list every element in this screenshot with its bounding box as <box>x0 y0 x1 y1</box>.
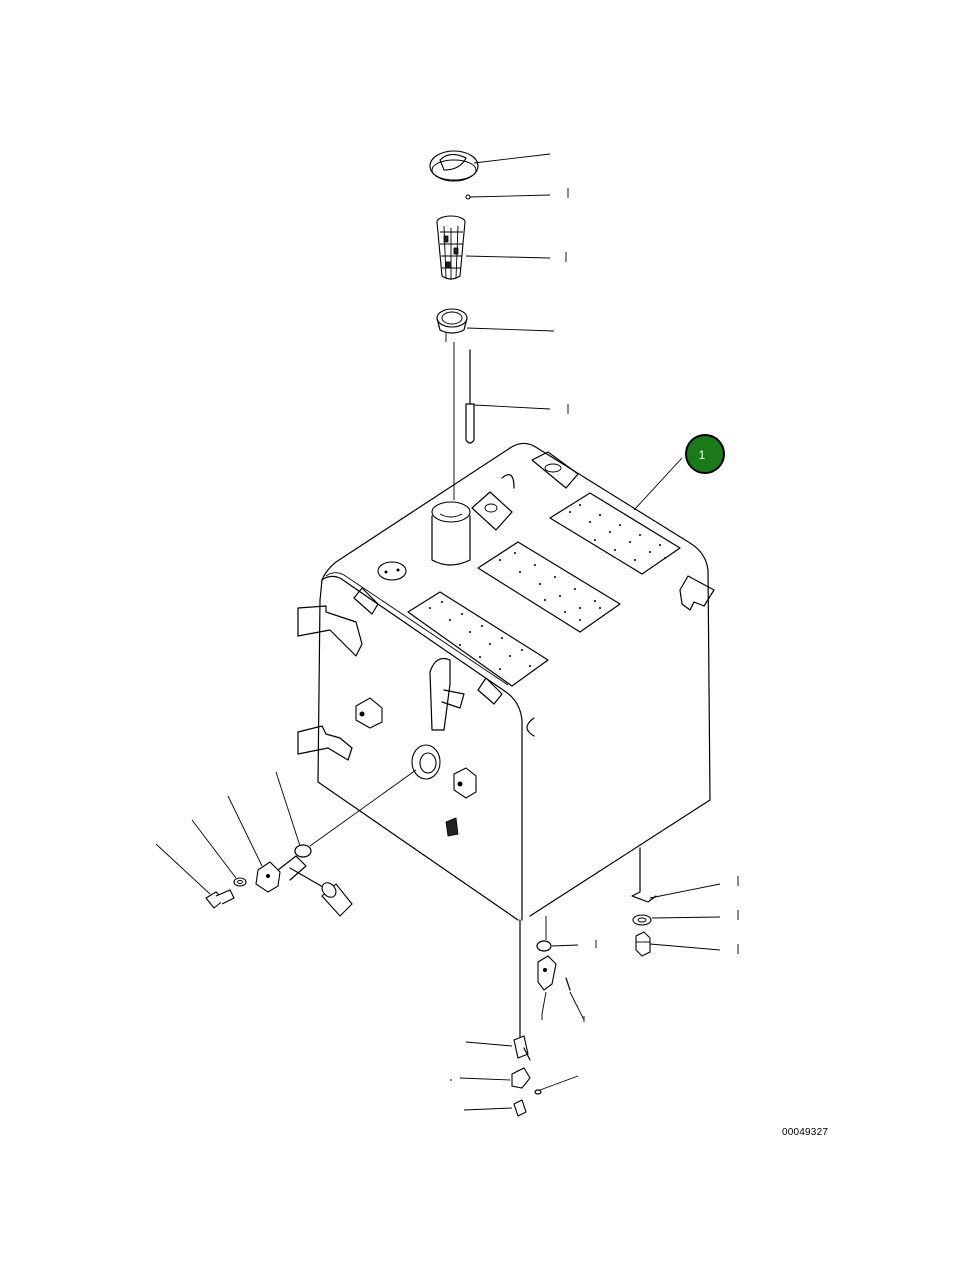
top-bracket <box>471 491 513 531</box>
corner-bracket-top <box>353 587 379 615</box>
drain-cap <box>513 1099 527 1117</box>
top-plate-middle <box>477 541 621 633</box>
square-boss-upper <box>355 697 383 729</box>
leader-lines <box>155 153 721 1111</box>
float <box>321 882 353 917</box>
bottom-washer <box>632 914 652 926</box>
drain-elbow <box>511 1067 531 1089</box>
side-bracket-upper <box>297 605 363 657</box>
o-ring-sender <box>294 844 312 858</box>
callout-1[interactable]: 1 <box>685 434 725 474</box>
fuel-cap <box>429 150 479 182</box>
small-plug <box>445 817 459 837</box>
small-clip <box>534 1089 542 1095</box>
pin-small <box>565 977 571 991</box>
drain-valve <box>513 1035 531 1061</box>
side-hook <box>526 717 535 737</box>
top-plate-left <box>407 591 549 687</box>
dipstick <box>453 342 475 500</box>
corner-bracket-right <box>679 575 715 611</box>
elbow-fitting <box>537 955 557 991</box>
callout-1-label[interactable]: 1 <box>699 448 706 462</box>
washer <box>233 877 247 887</box>
tank-body <box>317 442 711 1041</box>
drawing-number: 00049327 <box>782 1127 829 1138</box>
square-boss-lower <box>453 767 477 799</box>
side-bracket-lower <box>297 725 353 761</box>
level-sender <box>255 855 329 893</box>
top-cap-small <box>377 561 407 581</box>
level-gauge-port <box>411 744 441 780</box>
callout-1-circle[interactable] <box>685 434 725 474</box>
strainer <box>436 215 466 280</box>
leader-ticks <box>450 188 739 1081</box>
top-plate-right <box>549 492 681 575</box>
cap-pin <box>465 194 471 200</box>
lifting-lug <box>531 451 579 489</box>
corner-bracket-front <box>477 677 503 705</box>
top-hook <box>501 474 515 489</box>
drain-bracket <box>631 847 657 903</box>
drain-plug <box>635 931 651 957</box>
o-ring-bottom <box>536 940 552 952</box>
filler-sleeve <box>436 308 468 342</box>
filler-neck <box>431 501 471 566</box>
bolt <box>205 889 235 909</box>
pipe-elbow <box>429 657 465 731</box>
